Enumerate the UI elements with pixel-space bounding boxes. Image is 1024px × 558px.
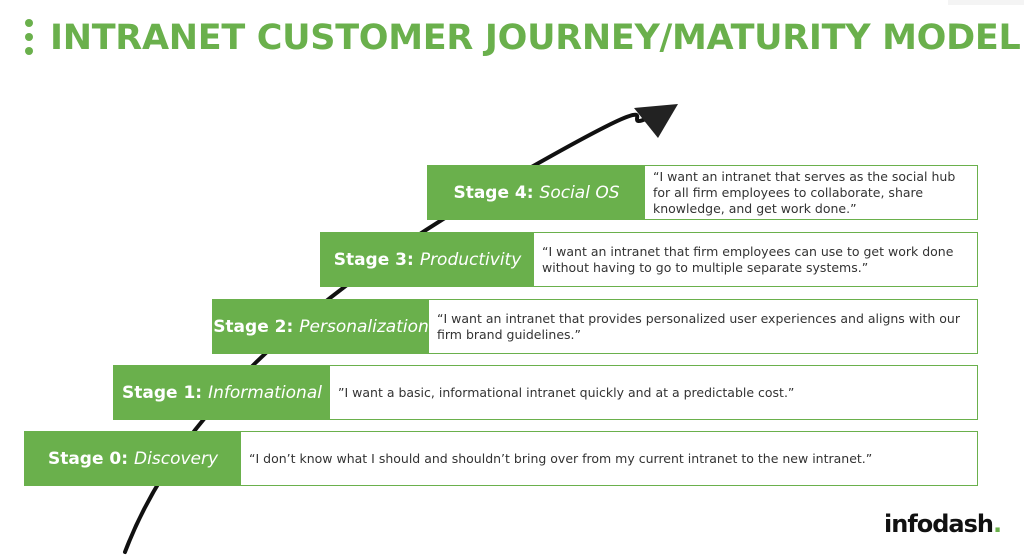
stage-quote-4: “I want an intranet that serves as the s… — [653, 168, 956, 216]
stage-row-2: Stage 2: Personalization “I want an intr… — [212, 299, 978, 354]
stage-quote-1: ”I want a basic, informational intranet … — [338, 384, 795, 400]
stage-number: Stage 0: — [47, 448, 129, 469]
stage-row-1: Stage 1: Informational ”I want a basic, … — [113, 365, 978, 420]
stage-name: Discovery — [134, 448, 219, 469]
stage-name: Productivity — [419, 249, 522, 270]
stage-row-4: Stage 4: Social OS “I want an intranet t… — [427, 165, 978, 220]
stage-number: Stage 4: — [453, 182, 534, 203]
stage-number: Stage 2: — [213, 316, 294, 337]
stage-label-2: Stage 2: Personalization — [213, 300, 429, 353]
stage-number: Stage 3: — [333, 249, 414, 270]
stage-row-0: Stage 0: Discovery “I don’t know what I … — [24, 431, 978, 486]
stage-name: Social OS — [539, 182, 620, 203]
stage-row-3: Stage 3: Productivity “I want an intrane… — [320, 232, 978, 287]
stage-label-3: Stage 3: Productivity — [321, 233, 534, 286]
logo-text: infodash — [884, 510, 994, 538]
logo-dot: . — [993, 510, 1002, 538]
infodash-logo: infodash. — [884, 510, 1002, 538]
vertical-dots-icon — [23, 19, 35, 59]
stage-label-0: Stage 0: Discovery — [25, 432, 241, 485]
stage-label-1: Stage 1: Informational — [114, 366, 330, 419]
stage-label-4: Stage 4: Social OS — [428, 166, 645, 219]
top-edge-strip — [948, 0, 1024, 5]
stage-quote-2: “I want an intranet that provides person… — [437, 310, 960, 342]
stage-quote-0: “I don’t know what I should and shouldn’… — [249, 450, 873, 466]
stage-number: Stage 1: — [122, 382, 203, 403]
page-title: INTRANET CUSTOMER JOURNEY/MATURITY MODEL — [50, 18, 1021, 58]
stage-name: Informational — [208, 382, 322, 403]
stage-name: Personalization — [299, 316, 429, 337]
stage-quote-3: “I want an intranet that firm employees … — [542, 243, 954, 275]
